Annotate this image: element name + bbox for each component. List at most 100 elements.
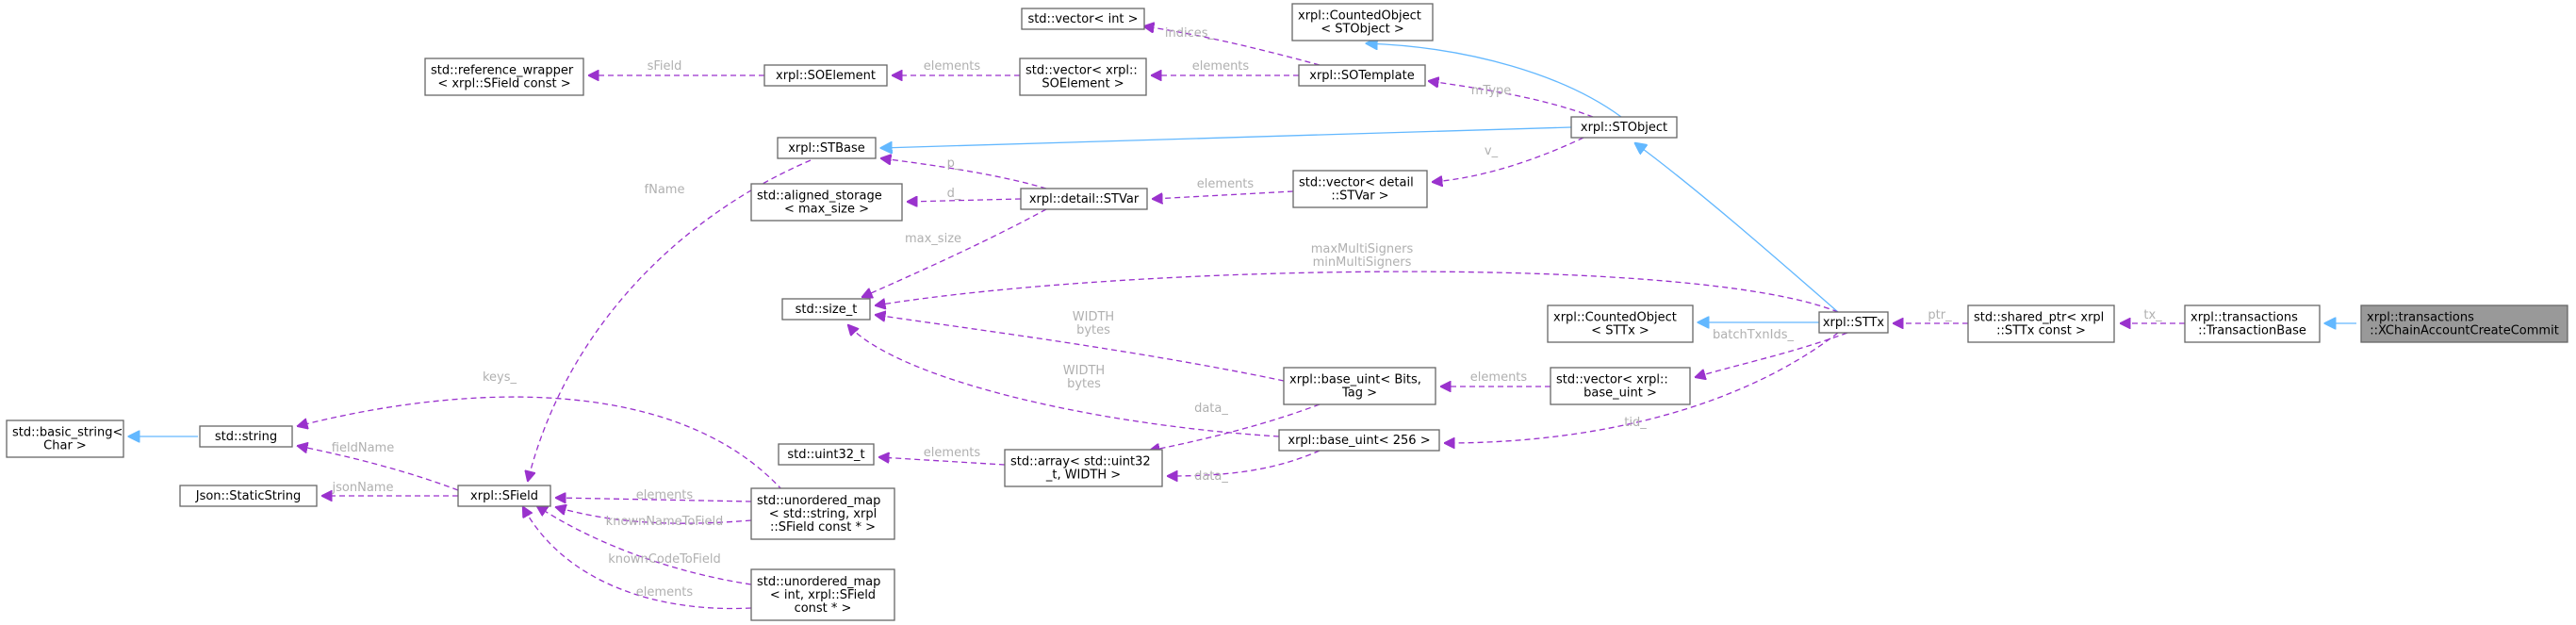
class-node-label: std::size_t (796, 303, 858, 317)
class-node-label: std::shared_ptr< xrpl::STTx const > (1974, 311, 2104, 338)
class-node-aligned-storage[interactable]: std::aligned_storage< max_size > (750, 183, 903, 222)
usage-edge-mtype (1429, 81, 1594, 118)
usage-edge-indices (1144, 26, 1321, 66)
edge-label-elements_base_uint: elements (1470, 370, 1528, 385)
class-node-base-uint-256[interactable]: xrpl::base_uint< 256 > (1278, 429, 1440, 452)
class-node-stbase[interactable]: xrpl::STBase (777, 137, 877, 159)
class-node-xchain: xrpl::transactions::XChainAccountCreateC… (2360, 304, 2568, 343)
edge-label-elements_stvar: elements (1197, 177, 1255, 191)
edge-label-mtype: mType (1471, 84, 1512, 98)
class-node-label: std::reference_wrapper< xrpl::SField con… (431, 64, 574, 91)
edge-label-batchtxnids: batchTxnIds_ (1713, 328, 1794, 342)
class-node-vector-int[interactable]: std::vector< int > (1021, 8, 1145, 30)
usage-edge-keys (298, 396, 783, 491)
usage-edge-p (881, 158, 1047, 189)
usage-edge-width_bytes_2 (848, 325, 1280, 437)
edge-label-data_2: data_ (1194, 469, 1228, 484)
class-node-stobject[interactable]: xrpl::STObject (1570, 116, 1678, 139)
class-node-label: xrpl::SField (470, 489, 538, 503)
edge-label-elements_umap_string: elements (636, 488, 694, 502)
edge-label-v: v_ (1485, 144, 1499, 158)
usage-edge-width_bytes_1 (876, 315, 1285, 382)
class-node-static-string[interactable]: Json::StaticString (179, 485, 318, 507)
class-node-soelement[interactable]: xrpl::SOElement (763, 64, 888, 87)
class-node-label: xrpl::detail::STVar (1029, 192, 1140, 206)
class-node-transaction-base[interactable]: xrpl::transactions::TransactionBase (2184, 304, 2321, 343)
usage-edge-elements_umap_int (523, 507, 752, 610)
usage-edge-elements_umap_string (556, 498, 752, 502)
class-node-label: std::vector< xrpl::base_uint > (1556, 373, 1668, 401)
class-node-label: Json::StaticString (195, 489, 302, 503)
class-node-label: std::aligned_storage< max_size > (757, 189, 882, 217)
usage-edge-elements_stvar (1153, 190, 1294, 199)
edge-label-max_size: max_size (905, 232, 961, 246)
usage-edge-multisigners (876, 271, 1839, 313)
edge-label-elements_sotemplate: elements (1192, 59, 1250, 74)
inheritance-edge-6 (1367, 43, 1622, 118)
class-node-array[interactable]: std::array< std::uint32_t, WIDTH > (1004, 449, 1163, 487)
class-node-vector-soelement[interactable]: std::vector< xrpl::SOElement > (1019, 58, 1147, 96)
usage-edge-data_2 (1168, 450, 1321, 476)
class-node-label: xrpl::base_uint< Bits,Tag > (1289, 373, 1421, 401)
edge-label-tx: tx_ (2143, 308, 2162, 322)
class-node-counted-sttx[interactable]: xrpl::CountedObject< STTx > (1547, 304, 1694, 343)
class-node-umap-string[interactable]: std::unordered_map< std::string, xrpl::S… (750, 487, 895, 540)
class-node-sttx[interactable]: xrpl::STTx (1818, 311, 1889, 334)
edge-label-keys: keys_ (483, 370, 517, 385)
edge-label-fieldname: fieldName (332, 441, 394, 455)
class-node-label: xrpl::CountedObject< STObject > (1298, 9, 1421, 37)
usage-edge-d (908, 199, 1022, 202)
class-node-reference-wrapper[interactable]: std::reference_wrapper< xrpl::SField con… (424, 58, 584, 96)
class-node-basic-string[interactable]: std::basic_string<Char > (6, 419, 124, 458)
edge-label-data_1: data_ (1194, 402, 1228, 416)
class-node-label: xrpl::STBase (788, 141, 865, 156)
class-node-counted-stobject[interactable]: xrpl::CountedObject< STObject > (1291, 3, 1434, 41)
edge-label-p: p_ (947, 156, 961, 171)
class-node-shared-ptr[interactable]: std::shared_ptr< xrpl::STTx const > (1967, 304, 2115, 343)
usage-edge-fieldname (298, 446, 459, 491)
class-node-label: std::basic_string<Char > (12, 426, 123, 453)
edge-label-fname: fName (645, 183, 685, 197)
edge-label-sfield: sField (648, 59, 682, 74)
class-node-label: std::array< std::uint32_t, WIDTH > (1010, 455, 1151, 483)
usage-edge-data_1 (1150, 403, 1321, 451)
class-node-stvar[interactable]: xrpl::detail::STVar (1020, 188, 1148, 210)
class-node-vector-stvar[interactable]: std::vector< detail::STVar > (1292, 170, 1428, 208)
edge-label-jsonname: jsonName (332, 481, 394, 495)
edge-label-tid: tid_ (1624, 416, 1647, 430)
edge-label-ptr: ptr_ (1928, 308, 1952, 322)
class-node-label: std::string (215, 430, 277, 444)
class-node-sfield[interactable]: xrpl::SField (457, 485, 551, 507)
inheritance-edge-4 (1635, 143, 1839, 313)
class-node-uint32[interactable]: std::uint32_t (778, 443, 875, 466)
class-node-sotemplate[interactable]: xrpl::SOTemplate (1298, 64, 1426, 87)
usage-edge-knownnametofield (556, 507, 752, 524)
class-node-base-uint-bits[interactable]: xrpl::base_uint< Bits,Tag > (1283, 367, 1436, 405)
class-node-label: std::vector< int > (1027, 12, 1138, 26)
class-node-label: std::unordered_map< std::string, xrpl::S… (757, 494, 880, 535)
class-node-label: xrpl::transactions::XChainAccountCreateC… (2367, 311, 2559, 338)
class-node-label: xrpl::STTx (1823, 316, 1885, 330)
class-node-label: xrpl::SOTemplate (1309, 69, 1414, 83)
edge-label-indices: indices_ (1165, 26, 1215, 41)
class-node-vector-base-uint[interactable]: std::vector< xrpl::base_uint > (1550, 367, 1691, 405)
class-node-label: std::uint32_t (787, 448, 864, 462)
class-node-label: std::vector< xrpl::SOElement > (1025, 64, 1138, 91)
usage-edge-max_size (862, 208, 1047, 297)
edge-label-elements_umap_int: elements (636, 585, 694, 600)
usage-edge-v (1433, 137, 1584, 182)
inheritance-edge-5 (881, 126, 1572, 148)
edge-label-knowncodetofield: knownCodeToField (608, 552, 721, 567)
class-node-label: xrpl::SOElement (776, 69, 876, 83)
usage-edge-knowncodetofield (537, 506, 752, 585)
class-node-string[interactable]: std::string (199, 425, 293, 448)
class-node-label: xrpl::STObject (1581, 121, 1667, 135)
class-node-size-t[interactable]: std::size_t (781, 298, 871, 321)
usage-edge-tid (1445, 332, 1839, 443)
